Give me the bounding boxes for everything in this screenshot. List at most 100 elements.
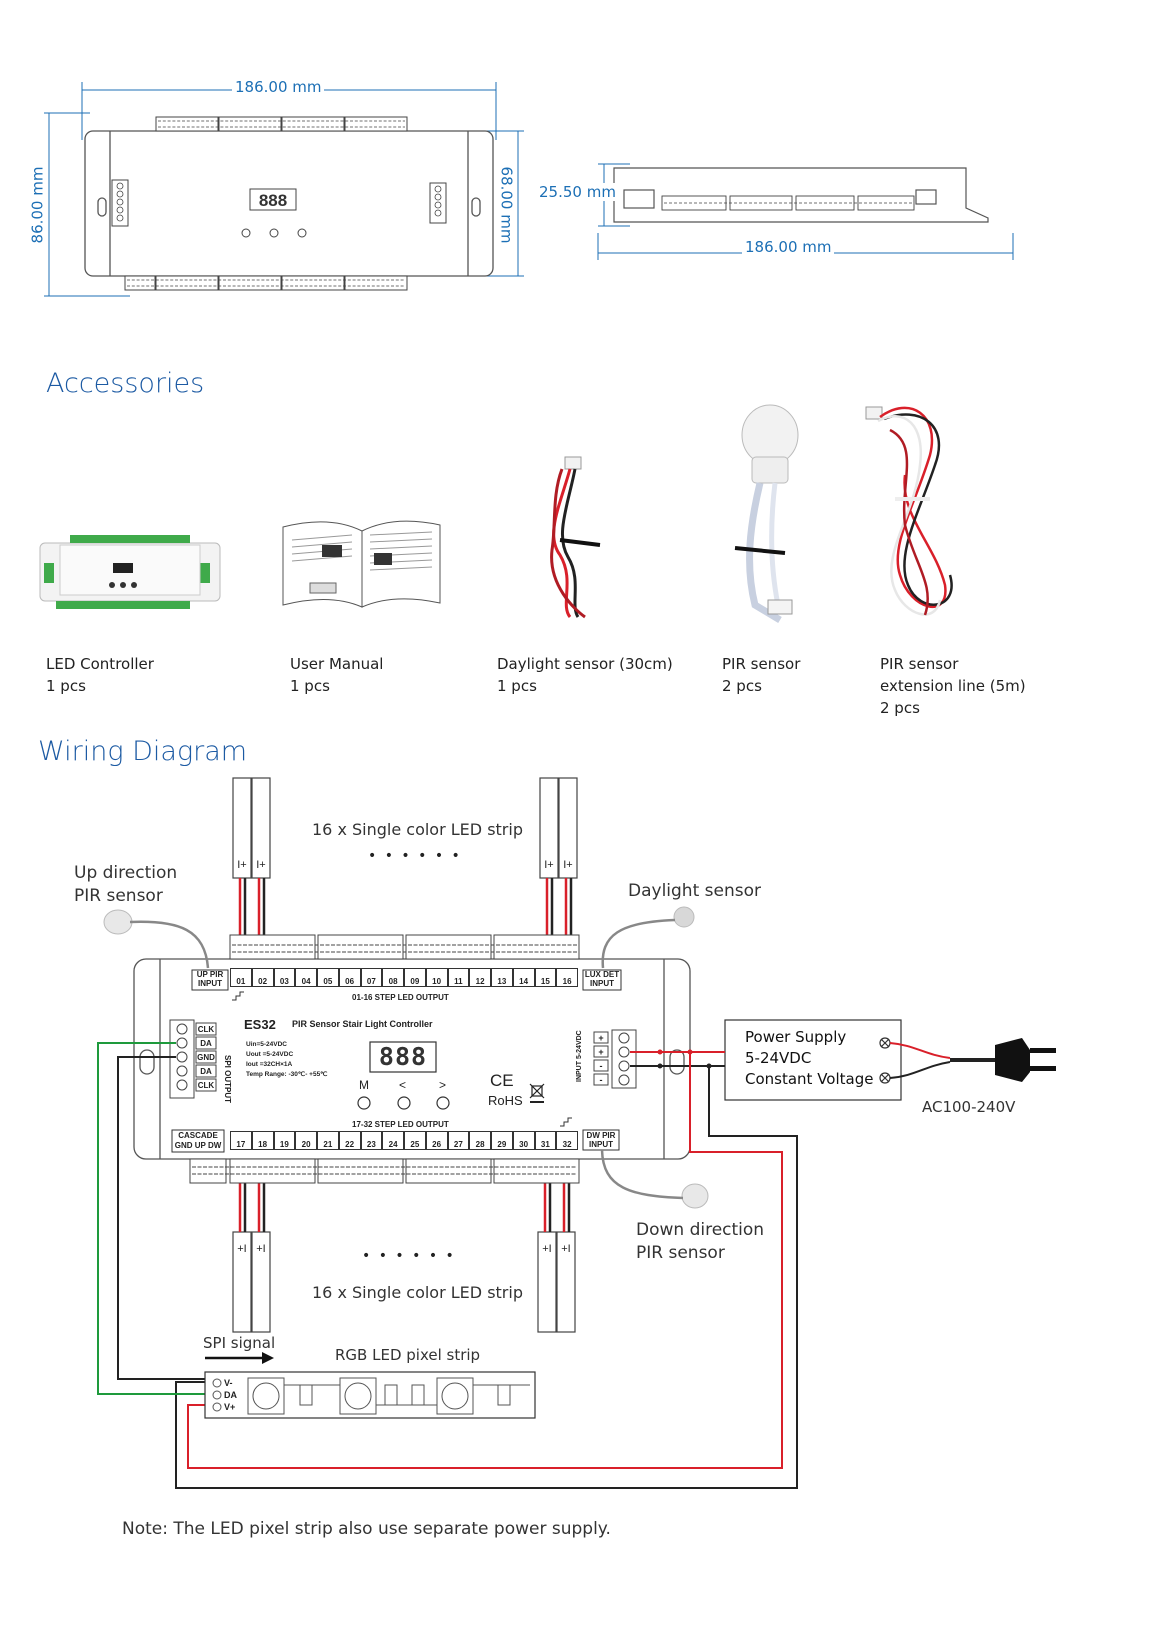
channel-label: 14 (512, 968, 535, 987)
wiring-title: Wiring Diagram (38, 736, 248, 767)
cascade-title: CASCADE (178, 1131, 218, 1140)
spi-output-label: SPI OUTPUT (223, 1055, 232, 1104)
spi-signal-label: SPI signal (203, 1334, 276, 1352)
channel-label: 12 (469, 968, 491, 987)
channel-label: 29 (491, 1131, 513, 1150)
spi-pin: DA (200, 1039, 212, 1048)
strip-pin: V+ (224, 1402, 236, 1412)
svg-text:I+: I+ (544, 859, 553, 871)
down-pir-line-1: Down direction (636, 1220, 765, 1240)
channel-label: 10 (425, 968, 448, 987)
svg-text:+I: +I (256, 1243, 265, 1255)
user-manual-image (282, 520, 441, 608)
lux-det-l1: LUX DET (584, 970, 620, 979)
input-voltage-label: INPUT 5-24VDC (576, 1030, 583, 1082)
spi-pin: CLK (197, 1081, 215, 1090)
out-bottom-label: 17-32 STEP LED OUTPUT (352, 1120, 449, 1129)
channel-label: 26 (425, 1131, 448, 1150)
strip-pin: DA (224, 1390, 237, 1400)
channel-label: 27 (447, 1131, 470, 1150)
acc-name: LED Controller (46, 655, 154, 673)
channel-label: 05 (317, 968, 339, 987)
channel-label: 32 (556, 1131, 578, 1150)
channel-label: 31 (534, 1131, 557, 1150)
svg-text:I+: I+ (256, 859, 265, 871)
spi-pin: GND (197, 1053, 215, 1062)
cascade-pin: UP (194, 1141, 206, 1150)
spi-pin-labels: CLK DA GND DA CLK (196, 1023, 216, 1093)
controller-name: PIR Sensor Stair Light Controller (292, 1019, 433, 1029)
wiring-diagram: I+I+ I+I+ +I+I +I+I (97, 777, 1056, 1489)
button-left-label: < (399, 1078, 407, 1092)
up-pir-label: Up direction PIR sensor (74, 862, 177, 908)
acc-qty: 2 pcs (722, 677, 762, 695)
acc-qty: 1 pcs (497, 677, 537, 695)
input-pin: - (599, 1075, 603, 1085)
ps-line-3: Constant Voltage (745, 1070, 874, 1088)
input-pin: + (598, 1033, 604, 1043)
spec-line: Uin=5-24VDC (246, 1041, 287, 1048)
channel-label: 15 (534, 968, 557, 987)
channel-label: 04 (295, 968, 317, 987)
channel-label: 16 (556, 968, 578, 987)
acc-qty: 2 pcs (880, 699, 920, 717)
up-pir-input-label: UP PIR INPUT (192, 970, 228, 988)
controller-display: 888 (378, 1042, 428, 1071)
spec-line: Temp Range: -30℃- +55℃ (246, 1071, 328, 1078)
rgb-strip-label: RGB LED pixel strip (335, 1346, 481, 1364)
dimension-drawing: 888 (44, 82, 1014, 297)
spi-pin: CLK (197, 1025, 215, 1034)
acc-qty: 1 pcs (290, 677, 330, 695)
acc-item-led-controller: LED Controller 1 pcs (46, 653, 154, 697)
cascade-label: CASCADE GND UP DW (172, 1131, 224, 1151)
dim-top-width: 186.00 mm (232, 78, 325, 96)
led-controller-image (39, 535, 221, 609)
channel-label: 28 (469, 1131, 491, 1150)
lux-det-label: LUX DET INPUT (583, 970, 621, 988)
daylight-sensor-image (550, 456, 601, 619)
acc-name: PIR sensor (722, 655, 801, 673)
channel-label: 13 (491, 968, 513, 987)
up-pir-line-2: PIR sensor (74, 886, 163, 906)
acc-item-user-manual: User Manual 1 pcs (290, 653, 383, 697)
acc-item-daylight-sensor: Daylight sensor (30cm) 1 pcs (497, 653, 673, 697)
controller-specs: Uin=5-24VDC Uout =5-24VDC Iout =32CH×1A … (246, 1040, 328, 1080)
cascade-pins: GND UP DW (172, 1141, 224, 1151)
channel-label: 19 (273, 1131, 296, 1150)
ac-label: AC100-240V (922, 1098, 1016, 1116)
pir-sensor-image (734, 404, 799, 624)
strip-pin-labels: V- DA V+ (224, 1377, 237, 1413)
channel-label: 18 (251, 1131, 274, 1150)
strip-pin: V- (224, 1378, 233, 1388)
svg-text:+I: +I (237, 1243, 246, 1255)
down-pir-line-2: PIR sensor (636, 1243, 725, 1263)
dim-left-height: 86.00 mm (28, 163, 47, 247)
pir-extension-image (865, 406, 953, 616)
bottom-strip-label: 16 x Single color LED strip (312, 1283, 523, 1302)
channel-label: 30 (512, 1131, 535, 1150)
svg-text:+I: +I (542, 1243, 551, 1255)
ce-mark: CE (490, 1071, 514, 1090)
up-pir-input-l2: INPUT (198, 979, 222, 988)
input-pin-labels: + + - - (594, 1031, 608, 1087)
svg-text:+I: +I (561, 1243, 570, 1255)
dim-side-width: 186.00 mm (742, 238, 835, 256)
channel-label: 21 (317, 1131, 339, 1150)
dim-right-height: 68.00 mm (497, 163, 516, 247)
cascade-pin: GND (174, 1141, 193, 1150)
acc-item-pir-extension: PIR sensor extension line (5m) 2 pcs (880, 653, 1026, 719)
acc-item-pir-sensor: PIR sensor 2 pcs (722, 653, 800, 697)
ps-line-2: 5-24VDC (745, 1049, 812, 1067)
spec-line: Iout =32CH×1A (246, 1061, 293, 1068)
dim-side-height: 25.50 mm (536, 183, 619, 201)
acc-qty: 1 pcs (46, 677, 86, 695)
dw-pir-l2: INPUT (589, 1140, 613, 1149)
channel-label: 22 (338, 1131, 361, 1150)
svg-text:I+: I+ (563, 859, 572, 871)
channel-label: 08 (382, 968, 404, 987)
channel-label: 23 (360, 1131, 383, 1150)
svg-text:888: 888 (259, 191, 287, 210)
button-right-label: > (439, 1078, 447, 1092)
